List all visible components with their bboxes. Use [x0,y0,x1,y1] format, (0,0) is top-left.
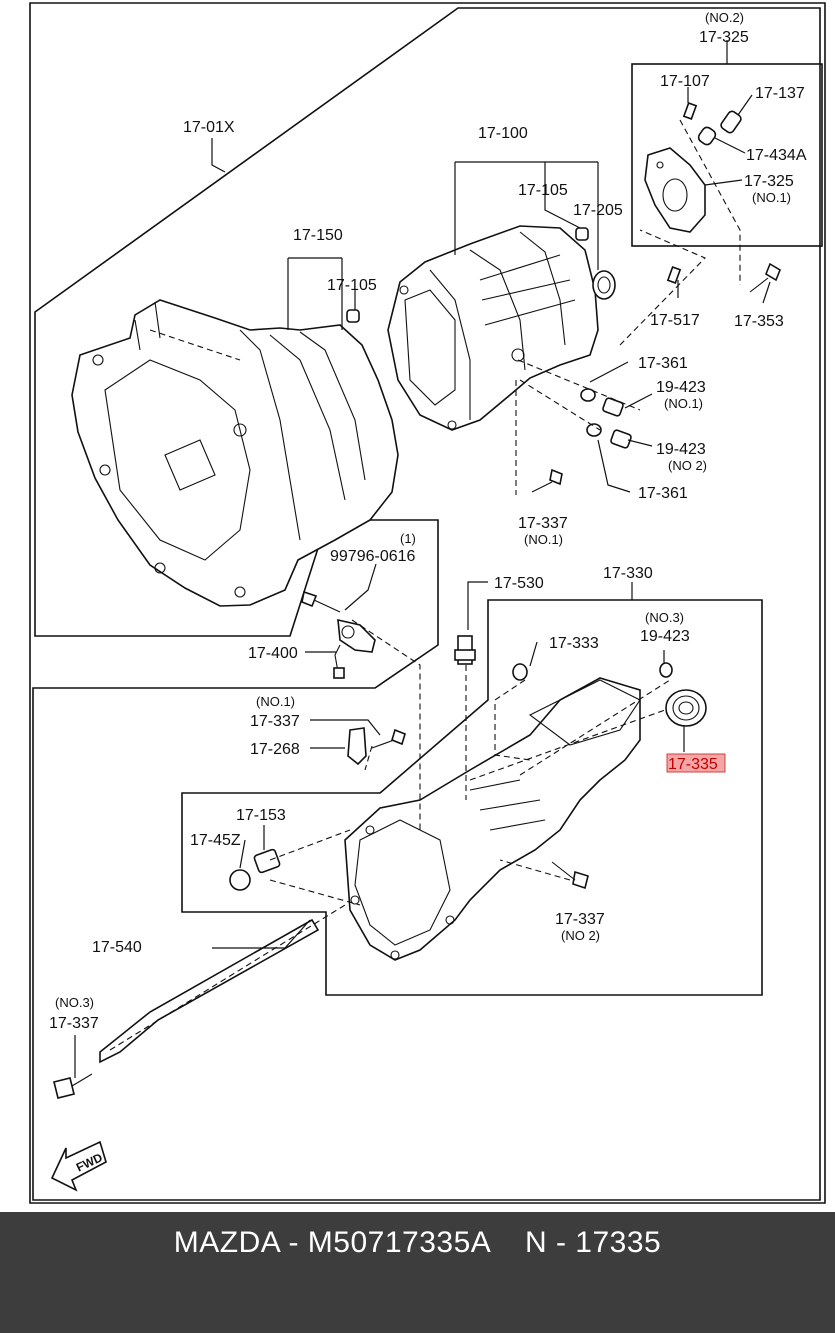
bushing-17-105-b [346,309,360,323]
bearing-17-205 [592,270,616,300]
washer-17-333 [512,663,528,681]
bolt-17-353 [749,262,781,293]
label-17-337-no1-sub: (NO.1) [256,694,295,709]
part-number-caption: MAZDA - M50717335A N - 17335 [173,1226,662,1259]
breather-17-530 [454,635,476,665]
clutch-housing [71,299,399,607]
label-17-153: 17-153 [236,807,286,824]
bolt-17-337-no1 [371,728,406,749]
label-17-105-left: 17-105 [327,277,377,294]
label-17-137: 17-137 [755,85,805,102]
label-17-434a: 17-434A [746,147,807,164]
plug-19-423-a [602,397,624,417]
label-19-423-no2: 19-423 [656,441,706,458]
bushing-17-45z [229,869,251,891]
extension-housing-17-330 [344,677,641,961]
bolt-17-337-no1-top [531,468,563,493]
label-17-353: 17-353 [734,313,784,330]
label-17-330: 17-330 [603,565,653,582]
label-17-337-no2-sub: (NO 2) [561,928,600,943]
label-19-423-no1-sub: (NO.1) [664,396,703,411]
label-17-100: 17-100 [478,125,528,142]
leader-lines [74,40,771,1078]
label-99796-0616: 99796-0616 [330,548,416,565]
label-17-325-inner: 17-325 [744,173,794,190]
label-17-01x: 17-01X [183,119,235,136]
washer-17-361-b [586,423,602,437]
bolt-17-337-no2 [551,861,589,890]
label-17-361-top: 17-361 [638,355,688,372]
plug-17-434a [697,126,717,146]
group-outline-330 [181,599,763,996]
assembly-dashes [109,119,741,1051]
label-17-337-no1-top-sub: (NO.1) [524,532,563,547]
bushing-17-153 [253,848,281,874]
label-17-337-no3-sub: (NO.3) [55,995,94,1010]
pin-17-517 [666,266,682,284]
label-17-105-top: 17-105 [518,182,568,199]
exploded-parts-diagram: 17-01X 17-100 17-150 17-105 17-105 17-20… [29,2,826,1204]
label-17-337-no3: 17-337 [49,1015,99,1032]
label-17-517: 17-517 [650,312,700,329]
label-17-337-no1: 17-337 [250,713,300,730]
label-17-337-no2: 17-337 [555,911,605,928]
bolt-17-337-no3 [53,1073,93,1099]
footer-bar [0,1212,835,1333]
highlight-box-17-335 [666,753,726,773]
label-17-337-no1-top: 17-337 [518,515,568,532]
label-17-325-no2-sub: (NO.2) [705,10,744,25]
label-17-268: 17-268 [250,741,300,758]
outer-frame [29,2,826,1204]
o-ring-19-423-no3 [659,662,673,678]
label-17-335-highlighted: 17-335 [668,756,718,773]
screw-17-137 [720,110,742,134]
label-17-361-bottom: 17-361 [638,485,688,502]
pin-17-107 [682,102,698,120]
plug-19-423-b [610,429,632,449]
label-17-325-top: 17-325 [699,29,749,46]
label-19-423-no3: 19-423 [640,628,690,645]
label-17-530: 17-530 [494,575,544,592]
fwd-arrow-icon [50,1140,107,1192]
label-99796-sub: (1) [400,531,416,546]
oil-pump-17-325 [644,147,706,233]
bushing-17-105-a [575,227,589,241]
transmission-main-case [387,225,599,431]
label-17-540: 17-540 [92,939,142,956]
label-17-325-inner-sub: (NO.1) [752,190,791,205]
bolt-99796-0616 [301,590,341,613]
speed-sensor-17-400 [333,618,376,679]
label-17-400: 17-400 [248,645,298,662]
label-19-423-no2-sub: (NO 2) [668,458,707,473]
label-17-45z: 17-45Z [190,832,241,849]
label-17-205: 17-205 [573,202,623,219]
oil-seal-17-335 [665,689,707,727]
label-17-107: 17-107 [660,73,710,90]
label-19-423-no1: 19-423 [656,379,706,396]
label-19-423-no3-sub: (NO.3) [645,610,684,625]
bracket-17-268 [347,727,367,766]
group-outline-01x [32,7,821,1201]
label-17-333: 17-333 [549,635,599,652]
label-17-150: 17-150 [293,227,343,244]
